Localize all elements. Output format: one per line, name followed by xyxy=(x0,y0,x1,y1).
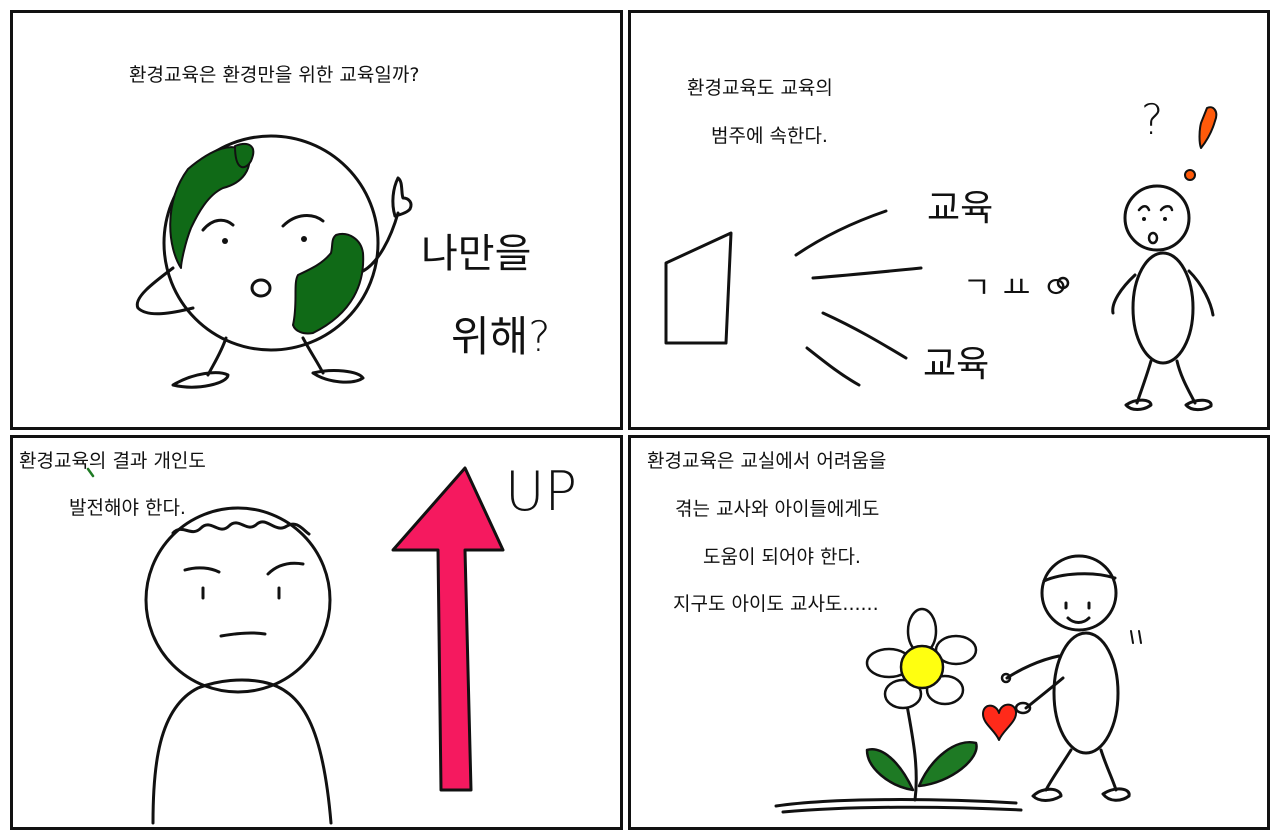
comic-panel-3: 환경교육의 결과 개인도 발전해야 한다. UP xyxy=(10,435,623,830)
panel-2-caption-line-1: 환경교육도 교육의 xyxy=(687,77,833,99)
person-arrow-drawing xyxy=(86,466,505,825)
panel-4-caption-line-2: 겪는 교사와 아이들에게도 xyxy=(675,498,880,520)
handwriting-word-2: ㄱㅛㅇ xyxy=(963,271,1082,306)
exclamation-mark xyxy=(1198,106,1218,149)
question-mark: ? xyxy=(1141,95,1164,144)
heart-icon xyxy=(982,703,1017,741)
panel-1-caption: 환경교육은 환경만을 위한 교육일까? xyxy=(129,64,420,86)
teacher-head xyxy=(1040,554,1118,632)
flower-center xyxy=(899,644,945,690)
handwriting-word-3: 교육 xyxy=(923,344,990,385)
flower-teacher-drawing xyxy=(774,554,1142,814)
speech-line-2: 위해? xyxy=(451,312,551,361)
panel-3-caption-line-1: 환경교육의 결과 개인도 xyxy=(19,450,206,472)
panel-3-caption-line-2: 발전해야 한다. xyxy=(69,497,186,519)
panel-4-caption-line-3: 도움이 되어야 한다. xyxy=(703,546,861,568)
earth-character-drawing xyxy=(135,134,413,389)
up-label: UP xyxy=(505,460,578,523)
comic-panel-4: 환경교육은 교실에서 어려움을 겪는 교사와 아이들에게도 도움이 되어야 한다… xyxy=(628,435,1270,830)
megaphone xyxy=(664,231,733,345)
up-arrow xyxy=(391,466,505,792)
person-head xyxy=(1123,184,1191,252)
person-head xyxy=(144,506,332,694)
panel-2-caption-line-2: 범주에 속한다. xyxy=(711,125,828,147)
loudspeaker-person-drawing xyxy=(664,106,1218,412)
handwriting-word-1: 교육 xyxy=(927,188,994,229)
speech-line-1: 나만을 xyxy=(421,231,532,277)
panel-4-caption-line-4: 지구도 아이도 교사도...... xyxy=(673,593,879,615)
comic-panel-1: 환경교육은 환경만을 위한 교육일까? 나만을 위해? xyxy=(10,10,623,430)
panel-4-caption-line-1: 환경교육은 교실에서 어려움을 xyxy=(647,450,887,472)
comic-panel-2: 환경교육도 교육의 범주에 속한다. ? 교육 ㄱㅛㅇ 교육 xyxy=(628,10,1270,430)
